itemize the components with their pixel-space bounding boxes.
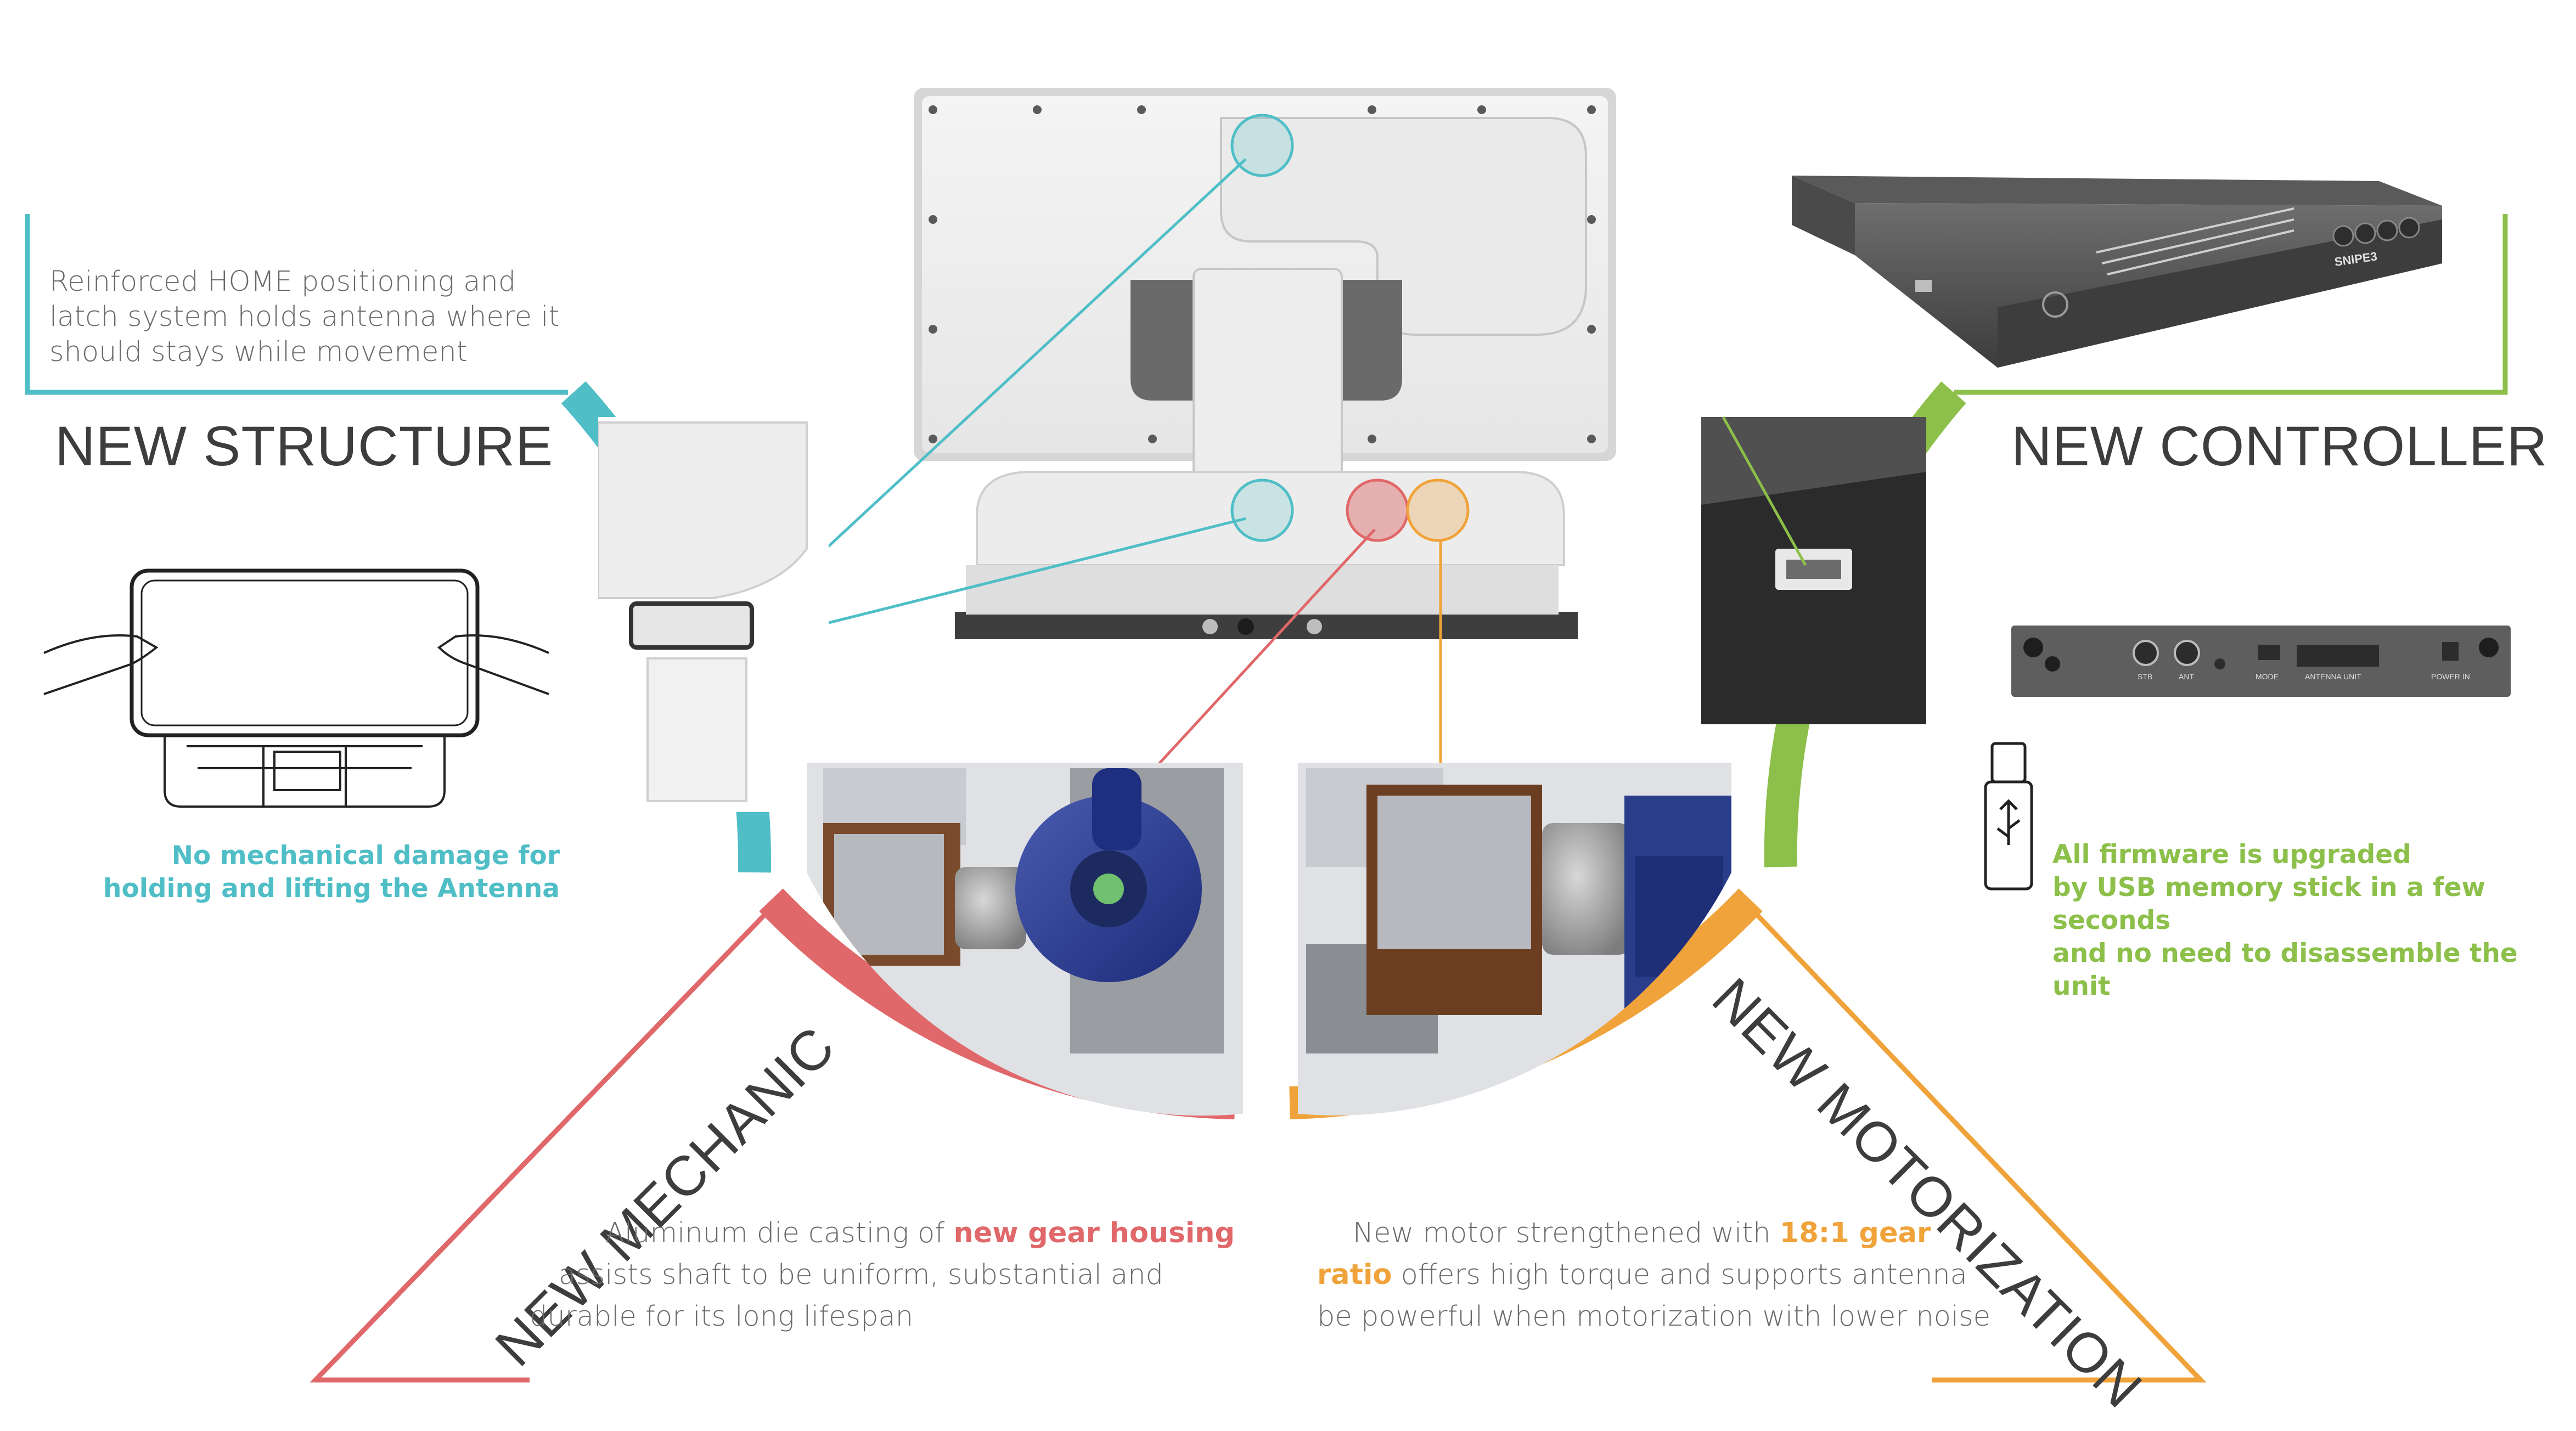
mechanic-triangle [310,906,773,1383]
structure-caption: No mechanical damage for holding and lif… [82,840,560,905]
motorization-triangle [1748,906,2207,1383]
structure-description-line: should stays while movement [49,336,468,368]
mechanic-highlight: new gear housing [953,1217,1235,1249]
controller-box: SNIPE3 [1792,176,2442,368]
mechanic-description-line2: assists shaft to be uniform, substantial… [558,1259,1163,1291]
motorization-description: New motor strengthened with 18:1 gear ra… [1317,1213,2031,1338]
port-label-power-in: POWER IN [2431,672,2470,681]
gear-housing-closeup [807,763,1243,1116]
controller-heading: NEW CONTROLLER [2011,415,2548,477]
controller-caption: All firmware is upgraded by USB memory s… [2052,838,2546,1003]
controller-caption-line: by USB memory stick in a few seconds [2052,872,2485,936]
port-label-antenna-unit: ANTENNA UNIT [2305,672,2361,681]
motorization-highlight-ratio-word: ratio [1317,1259,1392,1291]
usb-stick-icon [1984,742,2033,891]
controller-bracket [1954,214,2508,395]
motorization-description-line3: be powerful when motorization with lower… [1317,1300,1991,1333]
port-label-ant: ANT [2179,672,2194,681]
motor-closeup [1298,763,1731,1115]
controller-back-panel [2011,626,2511,697]
mechanic-description: Aluminum die casting of new gear housing… [521,1213,1235,1338]
controller-caption-line: and no need to disassemble the unit [2052,938,2518,1001]
motorization-description-line1: New motor strengthened with 18:1 gear [1353,1217,1931,1249]
structure-heading: NEW STRUCTURE [55,415,554,477]
usb-port-closeup [1701,416,1926,724]
port-label-stb: STB [2138,672,2153,681]
structure-description-line: Reinforced HOME positioning and [49,266,516,298]
hands-holding-antenna [43,568,549,808]
mechanic-description-line3: durable for its long lifespan [530,1300,914,1333]
antenna-illustration [914,88,1616,639]
structure-description: Reinforced HOME positioning and latch sy… [49,264,598,370]
structure-caption-line: holding and lifting the Antenna [103,874,560,904]
motorization-description-line2: ratio offers high torque and supports an… [1317,1259,1967,1291]
latch-closeup [598,417,829,812]
mechanic-description-line1: Aluminum die casting of new gear housing [605,1217,1235,1249]
structure-bracket [25,214,568,395]
port-label-mode: MODE [2256,672,2279,681]
motorization-highlight-ratio: 18:1 gear [1779,1217,1931,1249]
structure-description-line: latch system holds antenna where it [49,301,560,333]
controller-caption-line: All firmware is upgraded [2052,840,2411,870]
structure-caption-line: No mechanical damage for [171,841,560,871]
